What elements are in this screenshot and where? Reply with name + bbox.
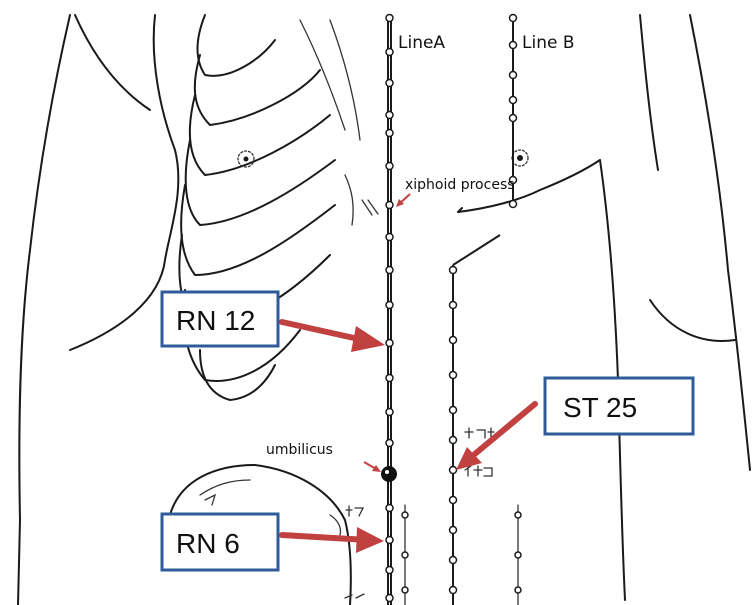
line-a-node	[386, 537, 393, 544]
stomach-meridian	[453, 235, 500, 605]
line-b-node	[510, 115, 517, 122]
torso-outline	[18, 15, 750, 605]
line-a-node	[386, 267, 393, 274]
st25-box: ST 25	[545, 378, 693, 434]
stomach-line-node	[450, 267, 457, 274]
stomach-line-node	[450, 527, 457, 534]
line-a-node	[386, 505, 393, 512]
line-a-node	[386, 80, 393, 87]
spleen-line-node	[515, 587, 521, 593]
line-a-node	[386, 112, 393, 119]
rn12-text: RN 12	[176, 305, 255, 336]
xiphoid-label: xiphoid process	[405, 177, 515, 193]
stomach-line-node	[450, 407, 457, 414]
line-a-node	[386, 375, 393, 382]
line-a-node	[386, 440, 393, 447]
rn12-arrow	[282, 322, 385, 352]
line-b-label: Line B	[522, 33, 575, 53]
line-a-node	[386, 163, 393, 170]
line-a-node	[386, 202, 393, 209]
xiphoid-arrow	[396, 194, 410, 207]
line-b-node	[510, 72, 517, 79]
spleen-line-node	[515, 552, 521, 558]
line-b-node	[510, 42, 517, 49]
umbilicus-arrow	[364, 462, 381, 472]
rn12-box: RN 12	[162, 292, 278, 346]
rn6-arrow	[282, 527, 384, 553]
stomach-line-node	[450, 557, 457, 564]
stomach-line-node	[450, 437, 457, 444]
stomach-line-node	[450, 587, 457, 594]
line-b-node	[510, 201, 517, 208]
rn6-box: RN 6	[162, 514, 278, 570]
line-a-node	[386, 595, 393, 602]
glyph-scribbles	[346, 428, 494, 516]
line-a-node	[386, 302, 393, 309]
stomach-line-node	[450, 467, 457, 474]
line-a-meridian	[388, 15, 391, 605]
line-b-node	[510, 97, 517, 104]
umbilicus-label: umbilicus	[266, 442, 333, 458]
st25-arrow	[456, 404, 535, 470]
stomach-line-node	[450, 497, 457, 504]
spleen-line-node	[515, 512, 521, 518]
stomach-line-node	[450, 302, 457, 309]
kidney-line-node	[402, 552, 408, 558]
line-a-node	[386, 340, 393, 347]
line-a-node	[386, 234, 393, 241]
line-a-node	[386, 15, 393, 22]
line-a-node	[386, 49, 393, 56]
line-b-node	[510, 15, 517, 22]
kidney-line-node	[402, 512, 408, 518]
umbilicus-point	[381, 466, 397, 482]
line-a-node	[386, 130, 393, 137]
st25-text: ST 25	[563, 392, 637, 423]
line-a-node	[386, 567, 393, 574]
kidney-line-node	[402, 587, 408, 593]
line-a-label: LineA	[398, 33, 445, 53]
line-a-node	[386, 409, 393, 416]
stomach-line-node	[450, 372, 457, 379]
stomach-line-node	[450, 337, 457, 344]
rn6-text: RN 6	[176, 528, 240, 559]
